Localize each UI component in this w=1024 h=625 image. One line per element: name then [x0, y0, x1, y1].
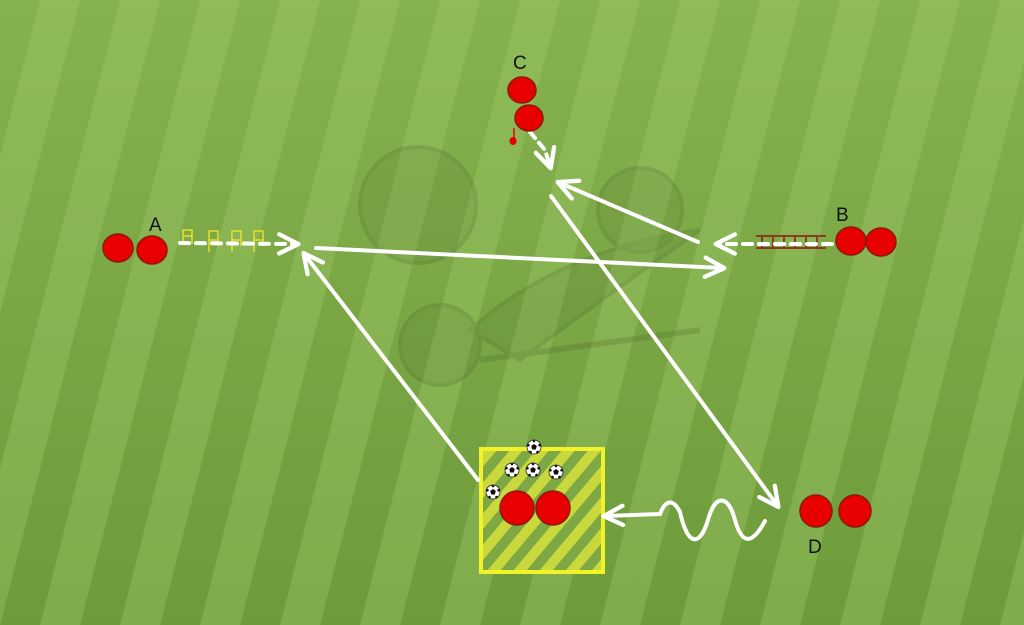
- label-a: A: [149, 215, 162, 236]
- pitch-stripe: [760, 0, 960, 625]
- pitch-stripe: [40, 0, 240, 625]
- movement-arrows: [178, 130, 834, 542]
- label-b: B: [836, 205, 849, 226]
- arrow-box-to-a: [301, 250, 480, 482]
- pitch-stripe: [360, 0, 560, 625]
- pitch-stripe: [840, 0, 1024, 625]
- arrow-pass-to-b: [314, 246, 727, 279]
- pitch-stripe: [0, 0, 160, 625]
- player-group-d: [799, 494, 872, 528]
- cone-icon: [509, 128, 517, 145]
- pitch-stripe: [680, 0, 880, 625]
- player-group-box: [499, 490, 571, 526]
- pitch-stripe: [920, 218, 1024, 625]
- pitch-stripe: [120, 0, 320, 625]
- pitch-stripe: [600, 0, 800, 625]
- player-group-a: [102, 233, 168, 265]
- players: [102, 76, 897, 528]
- soccer-ball-icon: [548, 464, 564, 480]
- arrow-c-to-d: [549, 194, 781, 510]
- player-group-b: [835, 226, 897, 257]
- pitch-stripe: [1000, 531, 1024, 625]
- arrow-b-to-c: [555, 178, 700, 244]
- pitch-stripe: [280, 0, 480, 625]
- soccer-ball-icon: [485, 484, 501, 500]
- arrow-a-run: [178, 232, 301, 256]
- soccer-ball-icon: [526, 439, 542, 455]
- label-d: D: [808, 537, 822, 558]
- pitch-stripe: [0, 0, 80, 313]
- arrow-c-run: [528, 130, 557, 171]
- player-group-c: [507, 76, 544, 132]
- soccer-ball-icon: [504, 462, 520, 478]
- arrow-d-dribble: [601, 498, 767, 542]
- soccer-ball-icon: [525, 462, 541, 478]
- pitch-stripe: [200, 0, 400, 625]
- label-c: C: [513, 53, 527, 74]
